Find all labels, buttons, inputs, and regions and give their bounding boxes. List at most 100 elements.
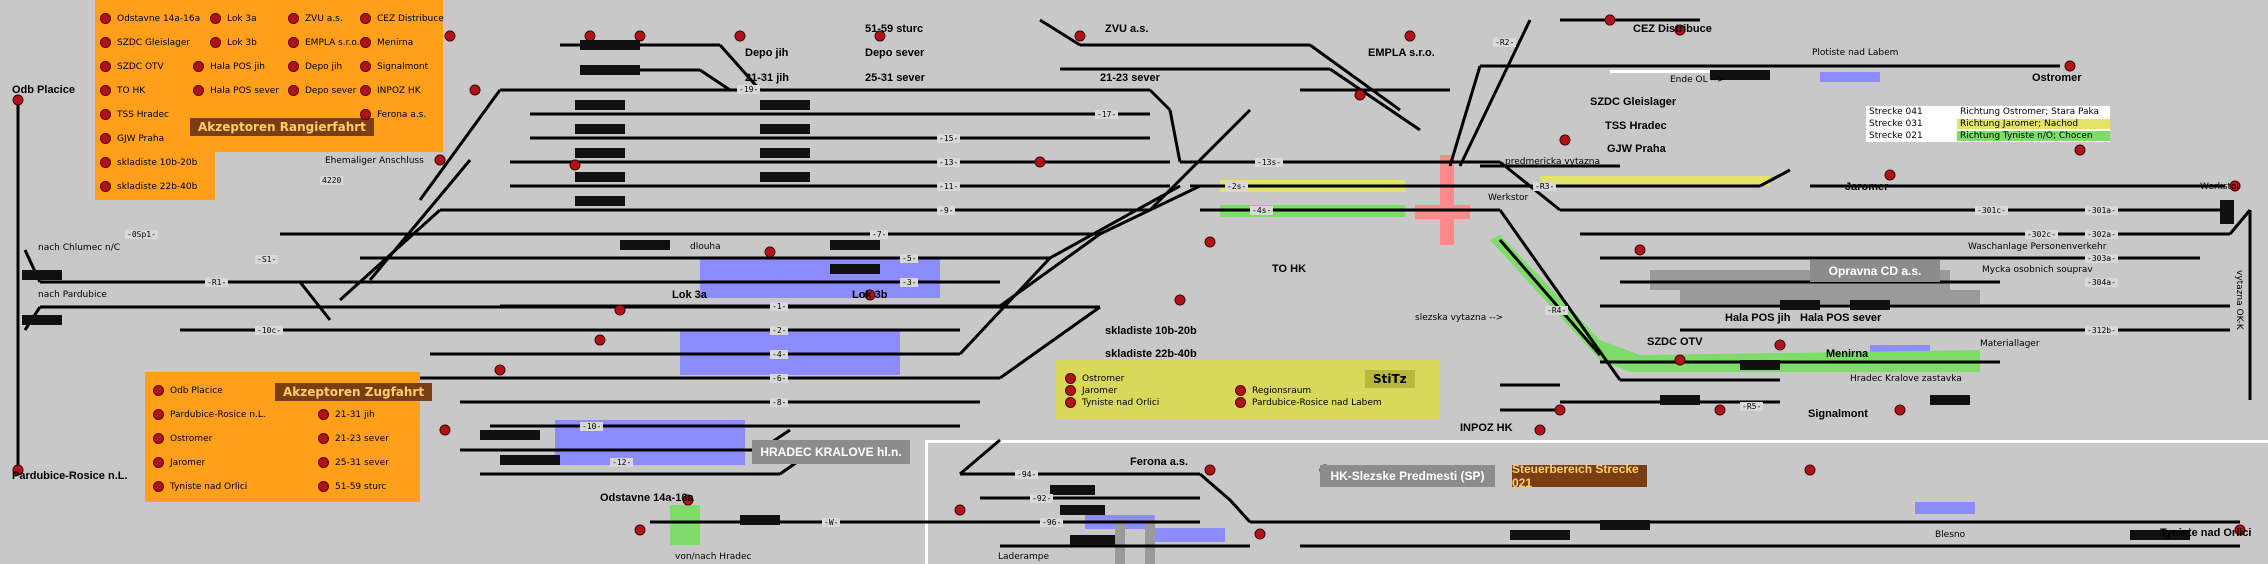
acceptor-button-icon[interactable] xyxy=(153,433,164,444)
train-acceptor-2[interactable]: 21-31 jih xyxy=(318,409,375,420)
label-jaromer: Jaromer xyxy=(1845,181,1889,193)
track-number-12: -6- xyxy=(770,374,789,383)
acceptor-button-icon[interactable] xyxy=(153,457,164,468)
acceptor-button-icon[interactable] xyxy=(360,85,371,96)
train-acceptor-0[interactable]: Odb Placice xyxy=(153,385,223,396)
shunting-acceptor-19[interactable]: skladiste 10b-20b xyxy=(100,157,197,168)
shunting-acceptor-10[interactable]: Depo jih xyxy=(288,61,342,72)
acceptor-button-icon[interactable] xyxy=(1065,397,1076,408)
acceptor-button-icon[interactable] xyxy=(100,133,111,144)
acceptor-button-icon[interactable] xyxy=(210,13,221,24)
acceptor-button-icon[interactable] xyxy=(100,109,111,120)
shunting-acceptor-7[interactable]: Menirna xyxy=(360,37,413,48)
acceptor-button-icon[interactable] xyxy=(193,85,204,96)
shunting-acceptor-13[interactable]: Hala POS sever xyxy=(193,85,279,96)
acceptor-label: EMPLA s.r.o. xyxy=(305,37,360,48)
acceptor-button-icon[interactable] xyxy=(318,409,329,420)
label-von-nach-hradec: von/nach Hradec xyxy=(675,552,752,562)
acceptor-label: GJW Praha xyxy=(117,133,165,144)
train-acceptor-6[interactable]: 25-31 sever xyxy=(318,457,389,468)
shunting-acceptor-0[interactable]: Odstavne 14a-16a xyxy=(100,13,200,24)
label-signalmont: Signalmont xyxy=(1808,408,1868,420)
acceptor-button-icon[interactable] xyxy=(288,85,299,96)
acceptor-button-icon[interactable] xyxy=(100,85,111,96)
train-acceptor-1[interactable]: Pardubice-Rosice n.L. xyxy=(153,409,266,420)
stitz-acceptor-3[interactable]: Regionsraum xyxy=(1235,385,1311,396)
acceptor-button-icon[interactable] xyxy=(1235,397,1246,408)
shunting-acceptor-11[interactable]: Signalmont xyxy=(360,61,428,72)
acceptor-button-icon[interactable] xyxy=(210,37,221,48)
train-acceptor-3[interactable]: Ostromer xyxy=(153,433,212,444)
acceptor-button-icon[interactable] xyxy=(193,61,204,72)
acceptor-button-icon[interactable] xyxy=(100,181,111,192)
label-21-23-sever: 21-23 sever xyxy=(1100,72,1160,84)
stitz-acceptor-1[interactable]: Jaromer xyxy=(1065,385,1117,396)
acceptor-button-icon[interactable] xyxy=(153,409,164,420)
acceptor-button-icon[interactable] xyxy=(318,433,329,444)
shunting-acceptor-3[interactable]: CEZ Distribuce xyxy=(360,13,444,24)
shunting-acceptor-6[interactable]: EMPLA s.r.o. xyxy=(288,37,360,48)
acceptor-button-icon[interactable] xyxy=(1235,385,1246,396)
acceptor-label: Lok 3b xyxy=(227,37,257,48)
label-werkstor-right: Werkstor xyxy=(2200,182,2241,192)
shunting-acceptor-16[interactable]: TSS Hradec xyxy=(100,109,169,120)
acceptor-button-icon[interactable] xyxy=(360,37,371,48)
shunting-acceptor-5[interactable]: Lok 3b xyxy=(210,37,257,48)
track-number-38: 4220 xyxy=(320,176,344,185)
shunting-acceptor-9[interactable]: Hala POS jih xyxy=(193,61,265,72)
acceptor-button-icon[interactable] xyxy=(288,13,299,24)
acceptor-button-icon[interactable] xyxy=(1065,385,1076,396)
acceptor-label: Lok 3a xyxy=(227,13,257,24)
shunting-acceptor-1[interactable]: Lok 3a xyxy=(210,13,257,24)
stitz-acceptor-4[interactable]: Pardubice-Rosice nad Labem xyxy=(1235,397,1382,408)
acceptor-button-icon[interactable] xyxy=(360,61,371,72)
acceptor-button-icon[interactable] xyxy=(100,13,111,24)
shunting-acceptor-20[interactable]: skladiste 22b-40b xyxy=(100,181,197,192)
acceptor-button-icon[interactable] xyxy=(153,385,164,396)
shunting-acceptor-4[interactable]: SZDC Gleislager xyxy=(100,37,190,48)
train-acceptor-8[interactable]: 51-59 sturc xyxy=(318,481,386,492)
acceptor-button-icon[interactable] xyxy=(1065,373,1076,384)
track-number-24: -R3- xyxy=(1533,182,1557,191)
acceptor-label: 21-23 sever xyxy=(335,433,389,444)
track-number-34: -W- xyxy=(822,518,841,527)
acceptor-button-icon[interactable] xyxy=(288,61,299,72)
acceptor-label: CEZ Distribuce xyxy=(377,13,444,24)
acceptor-label: INPOZ HK xyxy=(377,85,421,96)
train-acceptor-7[interactable]: Tyniste nad Orlici xyxy=(153,481,247,492)
stitz-acceptor-2[interactable]: Tyniste nad Orlici xyxy=(1065,397,1159,408)
acceptor-button-icon[interactable] xyxy=(288,37,299,48)
label-empla: EMPLA s.r.o. xyxy=(1368,47,1435,59)
train-acceptor-4[interactable]: 21-23 sever xyxy=(318,433,389,444)
shunting-acceptor-12[interactable]: TO HK xyxy=(100,85,145,96)
shunting-acceptor-17[interactable]: Ferona a.s. xyxy=(360,109,426,120)
acceptor-button-icon[interactable] xyxy=(360,13,371,24)
label-51-59-sturc: 51-59 sturc xyxy=(865,23,924,35)
track-number-0: -19- xyxy=(737,85,761,94)
track-number-13: -8- xyxy=(770,398,789,407)
acceptor-button-icon[interactable] xyxy=(318,457,329,468)
label-hala-pos-jih: Hala POS jih xyxy=(1725,312,1791,324)
shunting-acceptor-15[interactable]: INPOZ HK xyxy=(360,85,421,96)
acceptor-button-icon[interactable] xyxy=(153,481,164,492)
shunting-acceptor-18[interactable]: GJW Praha xyxy=(100,133,164,144)
stitz-acceptor-0[interactable]: Ostromer xyxy=(1065,373,1124,384)
label-25-31-sever: 25-31 sever xyxy=(865,72,925,84)
acceptor-button-icon[interactable] xyxy=(100,61,111,72)
acceptor-button-icon[interactable] xyxy=(100,157,111,168)
train-acceptor-5[interactable]: Jaromer xyxy=(153,457,205,468)
acceptor-button-icon[interactable] xyxy=(100,37,111,48)
label-szdc-gleislager: SZDC Gleislager xyxy=(1590,96,1677,108)
shunting-acceptor-8[interactable]: SZDC OTV xyxy=(100,61,164,72)
stitz-title: StiTz xyxy=(1365,370,1415,388)
acceptor-button-icon[interactable] xyxy=(360,109,371,120)
shunting-acceptor-2[interactable]: ZVU a.s. xyxy=(288,13,343,24)
shunting-acceptor-14[interactable]: Depo sever xyxy=(288,85,356,96)
label-mycka: Mycka osobnich souprav xyxy=(1982,265,2093,275)
track-number-23: -R2- xyxy=(1493,38,1517,47)
label-dlouha: dlouha xyxy=(690,242,721,252)
acceptors-shunting-title: Akzeptoren Rangierfahrt xyxy=(190,118,374,136)
acceptor-button-icon[interactable] xyxy=(318,481,329,492)
